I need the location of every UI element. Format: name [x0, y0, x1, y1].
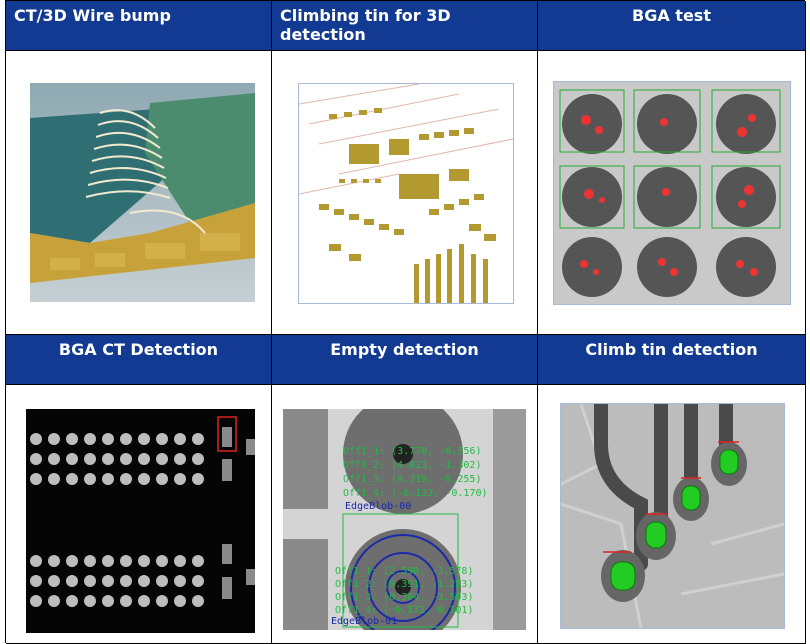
- offset-label: Off1_1: (3.778, -6.556): [343, 446, 482, 457]
- header-climbing-tin-3d: Climbing tin for 3D detection: [272, 1, 538, 51]
- header-climb-tin-detection: Climb tin detection: [538, 335, 806, 385]
- offset-label: Off1_1: (2.590, -3.578): [335, 566, 474, 577]
- offset-labels-bottom: Off1_1: (2.590, -3.578) Off1_2: (0.391, …: [335, 565, 473, 617]
- offset-labels-top: Off1_1: (3.778, -6.556) Off1_2: (4.823, …: [343, 445, 488, 501]
- climb-tin-image: [560, 403, 785, 629]
- cell-empty-detection-image: Off1_1: (3.778, -6.556) Off1_2: (4.823, …: [272, 385, 538, 644]
- empty-detection-image: Off1_1: (3.778, -6.556) Off1_2: (4.823, …: [283, 409, 526, 630]
- cell-wire-bump-image: [6, 51, 272, 335]
- climbing-tin-3d-image: [298, 83, 514, 304]
- offset-label: Off1_4: (-0.172, 0.101): [335, 605, 474, 616]
- cell-bga-ct-image: [6, 385, 272, 644]
- offset-label: Off1_3: (4.219, -6.255): [343, 474, 482, 485]
- cell-climbing-tin-3d-image: [272, 51, 538, 335]
- cell-bga-test-image: [538, 51, 806, 335]
- edge-blob-label-bottom: EdgeBlob-01: [331, 616, 398, 627]
- header-ct-3d-wire-bump: CT/3D Wire bump: [6, 1, 272, 51]
- bga-test-image: [553, 81, 791, 305]
- bga-ct-image: [26, 409, 255, 633]
- offset-label: Off1_2: (0.391, -1.283): [335, 579, 474, 590]
- offset-label: Off1_3: (0.304, -3.503): [335, 592, 474, 603]
- offset-label: Off1_2: (4.823, -1.302): [343, 460, 482, 471]
- inspection-table: CT/3D Wire bump Climbing tin for 3D dete…: [5, 0, 806, 644]
- header-bga-ct-detection: BGA CT Detection: [6, 335, 272, 385]
- wire-bump-image: [30, 83, 255, 302]
- edge-blob-label-top: EdgeBlob-00: [345, 501, 412, 512]
- header-bga-test: BGA test: [538, 1, 806, 51]
- offset-label: Off1_4: (-6.133, -0.170): [343, 488, 488, 499]
- header-empty-detection: Empty detection: [272, 335, 538, 385]
- cell-climb-tin-image: [538, 385, 806, 644]
